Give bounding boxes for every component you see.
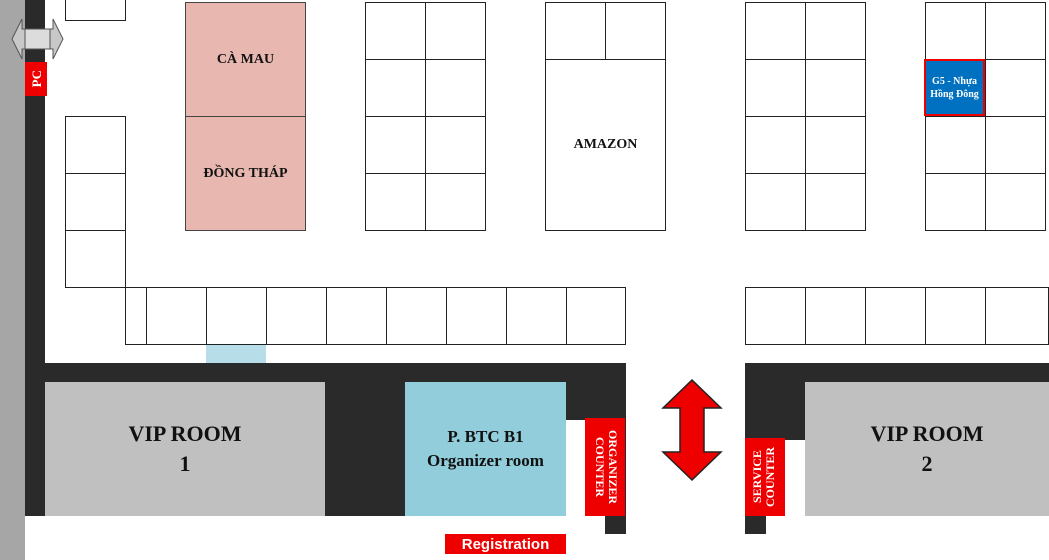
vip-room-1[interactable]: VIP ROOM 1: [45, 382, 325, 516]
booth[interactable]: [925, 287, 986, 345]
wall-column: [745, 516, 766, 534]
left-wall: [25, 0, 45, 516]
booth[interactable]: [985, 59, 1046, 117]
booth-g5-label: G5 - Nhựa Hồng Đông: [930, 75, 979, 100]
vip-room-2-title: VIP ROOM: [870, 421, 984, 446]
booth[interactable]: [425, 173, 486, 231]
booth[interactable]: [425, 2, 486, 60]
vip-room-1-number: 1: [179, 451, 191, 476]
booth-ca-mau[interactable]: CÀ MAU: [185, 2, 306, 117]
booth[interactable]: [985, 287, 1049, 345]
vip-room-2[interactable]: VIP ROOM 2: [805, 382, 1049, 516]
pc-label: PC: [25, 62, 47, 96]
booth[interactable]: [805, 2, 866, 60]
booth[interactable]: [365, 2, 426, 60]
booth[interactable]: [506, 287, 567, 345]
booth[interactable]: [65, 173, 126, 231]
counter-gap: [785, 440, 805, 516]
booth[interactable]: [925, 116, 986, 174]
entrance-arrow-icon: [11, 18, 64, 60]
booth[interactable]: [146, 287, 207, 345]
booth[interactable]: [985, 116, 1046, 174]
service-counter-label: SERVICE COUNTER: [750, 447, 777, 508]
booth-amazon-label: AMAZON: [573, 137, 638, 152]
counter-gap: [566, 420, 585, 516]
booth[interactable]: [65, 0, 126, 21]
booth[interactable]: [326, 287, 387, 345]
vip-room-1-title: VIP ROOM: [128, 421, 242, 446]
left-corridor: [0, 0, 25, 560]
booth[interactable]: [925, 173, 986, 231]
booth[interactable]: [805, 116, 866, 174]
booth[interactable]: [745, 2, 806, 60]
booth[interactable]: [425, 116, 486, 174]
booth-ca-mau-label: CÀ MAU: [216, 51, 275, 67]
booth[interactable]: [925, 2, 986, 60]
booth[interactable]: [985, 2, 1046, 60]
organizer-room[interactable]: P. BTC B1 Organizer room: [405, 382, 566, 516]
booth-dong-thap-label: ĐỒNG THÁP: [203, 165, 288, 181]
booth[interactable]: [745, 173, 806, 231]
vip-room-2-number: 2: [921, 451, 933, 476]
booth[interactable]: [745, 59, 806, 117]
organizer-room-subtitle: Organizer room: [427, 451, 544, 470]
entrance-double-arrow-icon: [661, 378, 723, 482]
booth[interactable]: [386, 287, 447, 345]
booth[interactable]: [745, 287, 806, 345]
booth[interactable]: [365, 116, 426, 174]
booth-dong-thap[interactable]: ĐỒNG THÁP: [185, 116, 306, 231]
booth[interactable]: [266, 287, 327, 345]
booth[interactable]: [425, 59, 486, 117]
booth[interactable]: [125, 287, 147, 345]
wall-column: [605, 516, 626, 534]
organizer-counter-label: ORGANIZER COUNTER: [593, 429, 620, 504]
booth[interactable]: [65, 116, 126, 174]
booth[interactable]: [805, 287, 866, 345]
registration-label: Registration: [445, 534, 566, 554]
organizer-room-title: P. BTC B1: [447, 427, 524, 446]
booth[interactable]: [545, 2, 606, 60]
booth[interactable]: [446, 287, 507, 345]
booth[interactable]: [865, 287, 926, 345]
booth-g5[interactable]: G5 - Nhựa Hồng Đông: [924, 59, 985, 116]
booth[interactable]: [805, 59, 866, 117]
booth[interactable]: [206, 287, 267, 345]
booth[interactable]: [365, 59, 426, 117]
booth[interactable]: [566, 287, 626, 345]
organizer-counter[interactable]: ORGANIZER COUNTER: [585, 418, 625, 516]
service-counter[interactable]: SERVICE COUNTER: [745, 438, 785, 516]
door-strip: [206, 345, 266, 363]
booth[interactable]: [65, 230, 126, 288]
booth[interactable]: [745, 116, 806, 174]
booth[interactable]: [985, 173, 1046, 231]
booth[interactable]: [365, 173, 426, 231]
booth[interactable]: [805, 173, 866, 231]
booth-amazon[interactable]: AMAZON: [545, 59, 666, 231]
booth[interactable]: [605, 2, 666, 60]
